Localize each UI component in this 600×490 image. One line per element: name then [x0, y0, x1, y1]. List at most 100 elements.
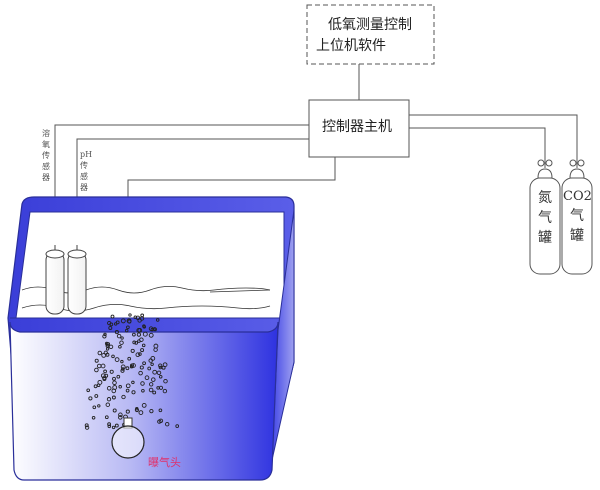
bubble [114, 357, 120, 362]
co2-char-2: 气 [570, 208, 584, 224]
bubble [125, 383, 131, 389]
bubble [150, 327, 154, 332]
bubble [142, 331, 148, 337]
bubble [112, 380, 117, 386]
bubble [94, 394, 99, 398]
bubble [158, 375, 163, 379]
nitrogen-tank: 氮 气 罐 [529, 159, 561, 275]
bubble [138, 352, 142, 356]
bubble [88, 396, 93, 401]
bubble [153, 347, 158, 352]
bubble [111, 395, 116, 400]
bubble [135, 352, 141, 358]
bubble [112, 385, 118, 390]
controller-label: 控制器主机 [322, 119, 392, 135]
bubble [103, 350, 108, 355]
bubble [158, 418, 164, 424]
nitrogen-char-3: 罐 [538, 230, 552, 246]
bubble [118, 412, 123, 418]
bubble [128, 313, 132, 317]
svg-text:pH: pH [80, 150, 92, 159]
bubble [93, 384, 98, 389]
bubble [140, 381, 145, 386]
bubble [138, 370, 143, 376]
bubble [165, 422, 170, 427]
svg-text:器: 器 [42, 173, 50, 182]
bubble [126, 325, 130, 330]
bubble [158, 385, 164, 390]
bubble [84, 423, 89, 428]
bubble [113, 322, 118, 326]
bubble [129, 364, 134, 369]
bubbles [84, 313, 180, 430]
bubble [144, 375, 150, 381]
nitrogen-char-1: 氮 [538, 190, 552, 206]
bubble [148, 358, 153, 363]
bubble [91, 416, 96, 420]
bubble [86, 388, 90, 393]
bubble [94, 367, 99, 373]
svg-text:器: 器 [80, 183, 88, 192]
controller-box: 控制器主机 [308, 99, 410, 158]
bubble [133, 315, 138, 319]
diffuser-label: 曝气头 [148, 455, 181, 469]
bubble [107, 424, 112, 429]
bubble [120, 364, 126, 370]
bubble [127, 319, 132, 324]
bubble [96, 363, 102, 369]
bubble [104, 415, 109, 420]
bubble [125, 366, 130, 371]
svg-text:感: 感 [42, 161, 50, 171]
bubble [163, 378, 168, 384]
bubble [135, 407, 139, 411]
bubble [138, 410, 144, 415]
svg-text:氧: 氧 [42, 139, 50, 149]
bubble [130, 348, 135, 353]
bubble [108, 344, 114, 350]
bubble [92, 405, 97, 410]
bubble [149, 408, 154, 414]
bubble [147, 366, 152, 371]
diffuser: 曝气头 [111, 417, 181, 469]
svg-text:传: 传 [80, 160, 88, 170]
software-label-line2: 上位机软件 [316, 38, 386, 54]
svg-text:溶: 溶 [42, 128, 50, 138]
do-sensor-label: 溶 氧 传 感 器 [42, 128, 50, 182]
bubble [120, 318, 126, 324]
bubble [120, 336, 124, 340]
bubble [158, 408, 163, 413]
ph-sensor-label: pH 传 感 器 [80, 150, 92, 192]
bubble [162, 362, 168, 368]
bubble [124, 328, 129, 333]
bubble [120, 368, 125, 373]
bubble [118, 415, 123, 420]
bubble [106, 386, 112, 391]
bubble [125, 388, 130, 393]
bubble [155, 318, 160, 322]
bubble [96, 383, 101, 387]
bubble [109, 369, 114, 374]
bubble [149, 382, 154, 387]
bubble [127, 356, 132, 361]
bubble [140, 348, 145, 353]
bubble [137, 339, 141, 343]
bubble [97, 350, 103, 356]
bubble [162, 388, 168, 394]
co2-tank: CO2 气 罐 [561, 159, 593, 275]
bubble [141, 403, 147, 408]
bubble [134, 407, 139, 413]
bubble [121, 367, 125, 371]
svg-text:传: 传 [42, 150, 50, 160]
bubble [103, 369, 107, 374]
bubble [97, 404, 101, 408]
bubble [134, 341, 139, 345]
bubble [116, 374, 121, 379]
bubble [107, 320, 112, 326]
bubble [118, 385, 122, 389]
bubble [105, 402, 111, 407]
water-tank [7, 196, 295, 481]
bubble [114, 330, 119, 335]
bubble [132, 340, 137, 345]
bubble [116, 333, 122, 339]
